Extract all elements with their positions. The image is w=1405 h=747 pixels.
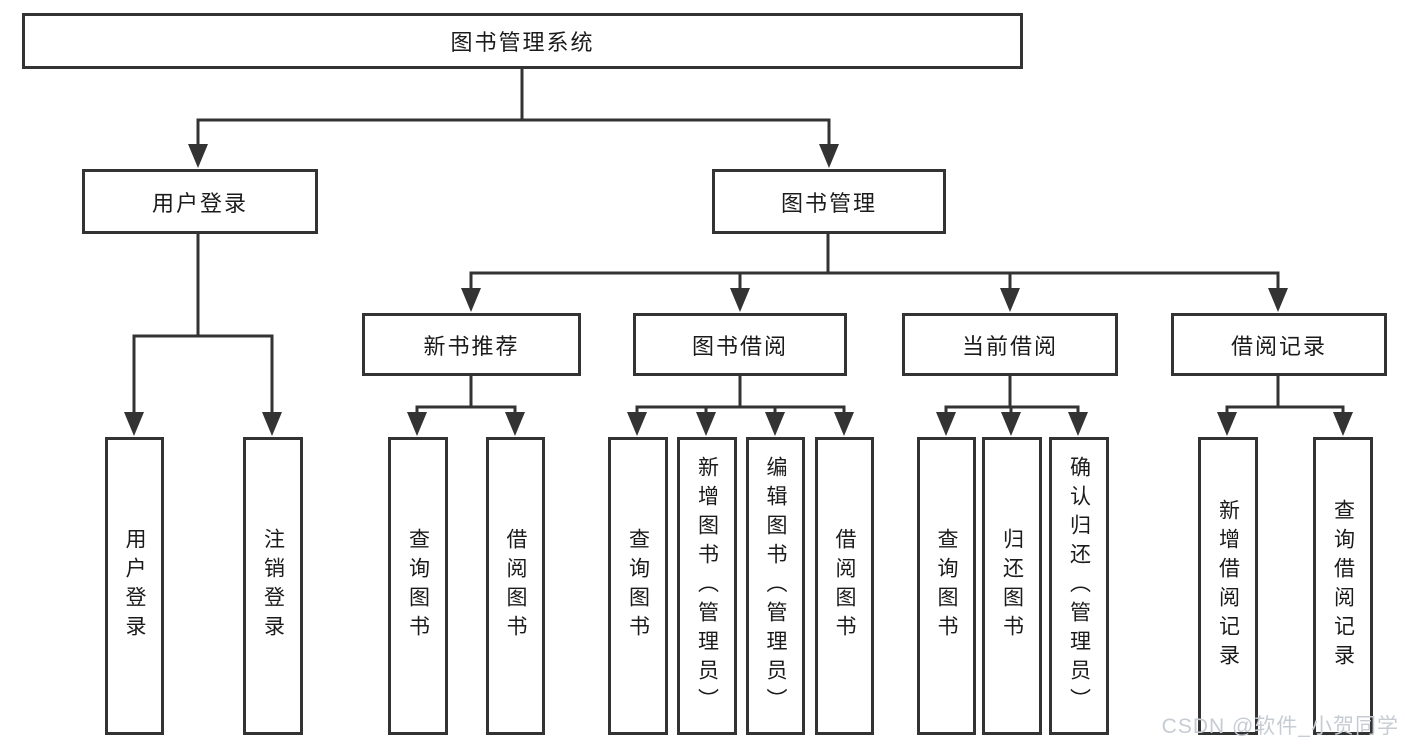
arrow-down-icon <box>188 144 208 168</box>
arrow-down-icon <box>627 412 647 436</box>
leaf-label: 新增图书（管理员） <box>695 455 719 717</box>
node-book-management: 图书管理 <box>712 169 946 234</box>
leaf-label: 确认归还（管理员） <box>1067 455 1091 717</box>
arrow-down-icon <box>696 412 716 436</box>
leaf-label: 归还图书 <box>1000 528 1024 644</box>
leaf-query-borrow-record: 查询借阅记录 <box>1313 437 1373 735</box>
arrow-down-icon <box>505 412 525 436</box>
leaf-confirm-return-admin: 确认归还（管理员） <box>1049 437 1109 735</box>
node-label: 图书管理系统 <box>450 30 595 55</box>
node-current-borrowing: 当前借阅 <box>902 313 1118 376</box>
arrow-down-icon <box>461 288 481 312</box>
leaf-borrow-books: 借阅图书 <box>815 437 874 735</box>
arrow-down-icon <box>1268 288 1288 312</box>
leaf-label: 编辑图书（管理员） <box>764 455 787 717</box>
csdn-watermark: CSDN @软件_小贺同学 <box>1161 715 1399 738</box>
leaf-edit-books-admin: 编辑图书（管理员） <box>746 437 805 735</box>
leaf-add-borrow-record: 新增借阅记录 <box>1198 437 1258 735</box>
leaf-label: 借阅图书 <box>833 528 856 644</box>
arrow-down-icon <box>936 412 956 436</box>
leaf-label: 借阅图书 <box>504 528 527 644</box>
leaf-label: 查询图书 <box>626 528 650 644</box>
node-label: 图书借阅 <box>691 333 788 359</box>
arrow-down-icon <box>262 412 282 436</box>
node-label: 用户登录 <box>151 190 248 216</box>
leaf-label: 注销登录 <box>261 528 285 644</box>
node-book-borrowing: 图书借阅 <box>633 313 847 376</box>
leaf-return-books: 归还图书 <box>982 437 1042 735</box>
node-label: 当前借阅 <box>961 333 1058 359</box>
arrow-down-icon <box>834 412 854 436</box>
arrow-down-icon <box>1000 288 1020 312</box>
node-library-system: 图书管理系统 <box>22 13 1023 69</box>
arrow-down-icon <box>819 144 839 168</box>
leaf-query-books: 查询图书 <box>608 437 668 735</box>
arrow-down-icon <box>124 412 144 436</box>
node-label: 新书推荐 <box>423 333 520 359</box>
connector-edges <box>132 67 1345 420</box>
leaf-user-login: 用户登录 <box>105 437 164 735</box>
arrow-down-icon <box>1217 412 1237 436</box>
connector-arrows <box>124 144 1353 436</box>
leaf-label: 新增借阅记录 <box>1216 499 1240 673</box>
node-borrowing-records: 借阅记录 <box>1171 313 1387 376</box>
leaf-query-books: 查询图书 <box>388 437 448 735</box>
leaf-borrow-books: 借阅图书 <box>486 437 545 735</box>
arrow-down-icon <box>730 288 750 312</box>
leaf-label: 查询图书 <box>935 528 958 644</box>
leaf-add-books-admin: 新增图书（管理员） <box>677 437 737 735</box>
arrow-down-icon <box>1001 412 1021 436</box>
arrow-down-icon <box>1333 412 1353 436</box>
arrow-down-icon <box>1068 412 1088 436</box>
leaf-label: 查询图书 <box>406 528 430 644</box>
arrow-down-icon <box>407 412 427 436</box>
leaf-label: 用户登录 <box>123 528 146 644</box>
arrow-down-icon <box>765 412 785 436</box>
node-label: 图书管理 <box>780 190 877 216</box>
node-user-login: 用户登录 <box>82 169 318 234</box>
leaf-query-books: 查询图书 <box>917 437 976 735</box>
leaf-label: 查询借阅记录 <box>1331 499 1355 673</box>
node-new-book-recommend: 新书推荐 <box>362 313 581 376</box>
node-label: 借阅记录 <box>1230 333 1327 359</box>
leaf-logout: 注销登录 <box>243 437 303 735</box>
